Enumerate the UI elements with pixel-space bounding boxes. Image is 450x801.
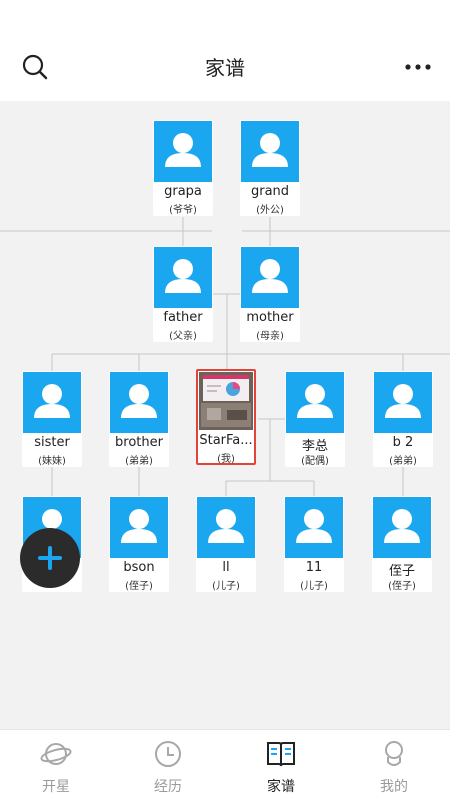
- member-card-mother[interactable]: mother (母亲): [240, 246, 300, 342]
- member-card-grapa[interactable]: grapa (爷爷): [153, 120, 213, 216]
- person-icon: [385, 741, 403, 766]
- member-card-sister[interactable]: sister (妹妹): [22, 371, 82, 467]
- member-name: sister: [34, 435, 70, 450]
- user-photo: [199, 372, 253, 430]
- member-card-self[interactable]: StarFa... (我): [196, 369, 256, 465]
- add-member-button[interactable]: [20, 528, 80, 588]
- member-relation: (母亲): [256, 331, 284, 342]
- planet-icon: [40, 743, 72, 765]
- avatar-placeholder-icon: [23, 372, 81, 433]
- member-relation: (我): [217, 454, 235, 465]
- member-card-grand[interactable]: grand (外公): [240, 120, 300, 216]
- avatar-placeholder-icon: [154, 121, 212, 182]
- member-relation: (弟弟): [125, 456, 153, 467]
- member-name: StarFa...: [199, 433, 253, 448]
- member-card-11[interactable]: 11 (儿子): [284, 496, 344, 592]
- tab-experience[interactable]: 经历: [112, 730, 224, 801]
- member-relation: (侄子): [388, 581, 416, 592]
- avatar-placeholder-icon: [110, 497, 168, 558]
- avatar-placeholder-icon: [197, 497, 255, 558]
- member-name: father: [163, 310, 203, 325]
- member-name: bson: [123, 560, 155, 575]
- top-bar: 家谱: [0, 0, 450, 100]
- tree-connector-lines: [0, 217, 450, 496]
- member-name: 李总: [301, 439, 328, 454]
- member-relation: (妹妹): [38, 456, 66, 467]
- plus-icon-stroke: [48, 546, 52, 570]
- avatar-placeholder-icon: [374, 372, 432, 433]
- tab-label: 家谱: [267, 779, 295, 795]
- member-relation: (侄子): [125, 581, 153, 592]
- avatar-placeholder-icon: [373, 497, 431, 558]
- member-card-b2[interactable]: b 2 (弟弟): [373, 371, 433, 467]
- tab-label: 开星: [42, 779, 70, 795]
- member-name: brother: [115, 435, 163, 450]
- member-relation: (弟弟): [389, 456, 417, 467]
- search-icon[interactable]: [22, 54, 48, 80]
- member-card-brother[interactable]: brother (弟弟): [109, 371, 169, 467]
- bottom-tab-bar: 开星 经历 家谱 我的: [0, 729, 450, 801]
- clock-icon: [155, 741, 181, 767]
- book-icon: [267, 742, 295, 767]
- member-card-bson[interactable]: bson (侄子): [109, 496, 169, 592]
- member-card-father[interactable]: father (父亲): [153, 246, 213, 342]
- tab-kaixing[interactable]: 开星: [0, 730, 112, 801]
- tab-label: 经历: [154, 779, 182, 795]
- member-name: 侄子: [388, 564, 415, 579]
- member-relation: (爷爷): [169, 205, 197, 216]
- avatar-placeholder-icon: [241, 247, 299, 308]
- member-card-ll[interactable]: ll (儿子): [196, 496, 256, 592]
- avatar-placeholder-icon: [286, 372, 344, 433]
- member-relation: (外公): [256, 205, 284, 216]
- member-relation: (父亲): [169, 331, 197, 342]
- member-name: b 2: [392, 435, 414, 450]
- tab-label: 我的: [380, 779, 408, 795]
- member-name: grapa: [164, 184, 202, 199]
- member-relation: (儿子): [300, 581, 328, 592]
- avatar-placeholder-icon: [285, 497, 343, 558]
- member-card-spouse[interactable]: 李总 (配偶): [285, 371, 345, 467]
- avatar-placeholder-icon: [110, 372, 168, 433]
- member-name: grand: [250, 184, 290, 199]
- more-horizontal-icon[interactable]: [404, 60, 432, 74]
- tab-me[interactable]: 我的: [338, 730, 450, 801]
- member-relation: (配偶): [301, 456, 329, 467]
- avatar-placeholder-icon: [241, 121, 299, 182]
- avatar-placeholder-icon: [154, 247, 212, 308]
- tab-family-tree[interactable]: 家谱: [225, 730, 337, 801]
- family-tree-canvas[interactable]: grapa (爷爷) grand (外公) father (父亲) mother…: [0, 101, 450, 729]
- member-name: ll: [222, 560, 230, 575]
- member-name: 11: [305, 560, 323, 575]
- member-name: mother: [246, 310, 294, 325]
- page-title: 家谱: [205, 56, 245, 80]
- member-relation: (儿子): [212, 581, 240, 592]
- member-card-nephew[interactable]: 侄子 (侄子): [372, 496, 432, 592]
